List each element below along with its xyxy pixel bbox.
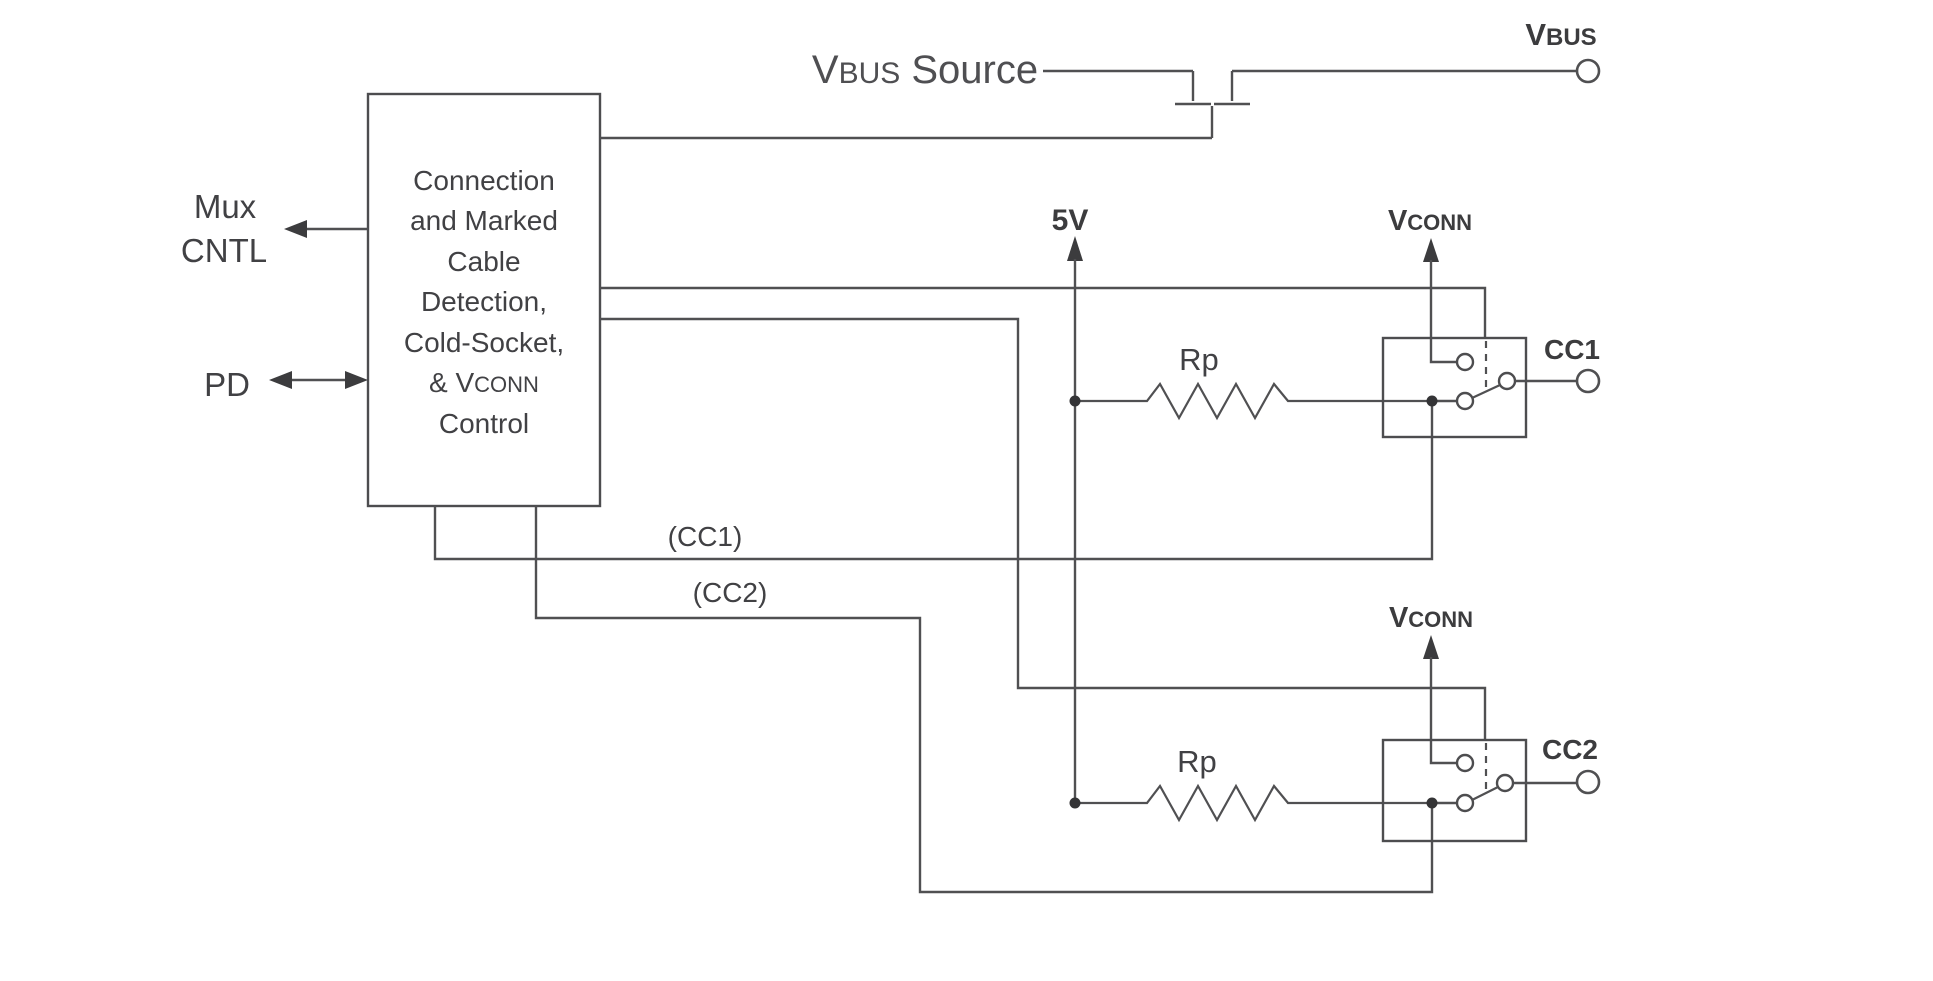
cc2-switch-box (1381, 738, 1528, 843)
rp1-label: Rp (1179, 342, 1219, 377)
vconn2-label: VCONN (1389, 602, 1473, 634)
cc1-common-contact-circle (1455, 391, 1475, 411)
cc1-switch-control-wire (600, 286, 1487, 338)
cc1-vconn-contact-circle (1455, 352, 1475, 372)
control-block-line6-prefix: & V (429, 367, 474, 398)
cc2-pole-circle (1495, 773, 1515, 793)
pd-port: PD (204, 366, 368, 403)
control-block-line7: Control (439, 408, 529, 439)
cc1-terminal-label: CC1 (1544, 334, 1600, 365)
mux-label: Mux (194, 188, 257, 225)
pd-label: PD (204, 366, 250, 403)
cc1-wire-path (433, 399, 1456, 561)
mosfet-gate-stub (1210, 71, 1234, 138)
rp1-zigzag (1075, 381, 1432, 421)
rp1-right-junction-dot (1426, 395, 1438, 407)
vconn1-v: V (1388, 205, 1408, 237)
rp2-label: Rp (1177, 744, 1217, 779)
pd-left-arrow-icon (269, 371, 292, 389)
control-block-outline (366, 92, 602, 508)
control-block-line6-smallcaps: CONN (474, 372, 539, 397)
cc2-vconn-contact-circle (1455, 753, 1475, 773)
control-block-line3: Cable (447, 246, 520, 277)
five-volt-up-arrow-icon (1067, 236, 1083, 261)
cc2-sense-wire: (CC2) (534, 506, 1456, 894)
vconn2-v: V (1389, 602, 1409, 634)
cc2-switch-control-wire (600, 317, 1487, 740)
cc1-switch: CC1 (1381, 334, 1601, 439)
vbus-source-label: VBUS Source (812, 48, 1038, 92)
cc1-sense-wire: (CC1) (433, 399, 1456, 561)
rp1-left-junction-dot (1069, 395, 1081, 407)
vconn2-wire (1429, 657, 1457, 765)
vbus-v: V (1525, 17, 1546, 52)
five-volt-rail: 5V (1052, 204, 1089, 803)
vconn2-supply: VCONN (1389, 602, 1473, 765)
rp1-resistor: Rp (1069, 342, 1438, 421)
vconn1-label: VCONN (1388, 205, 1472, 237)
five-volt-label: 5V (1052, 204, 1089, 237)
vbus-terminal-circle (1575, 58, 1601, 84)
rp2-left-junction-dot (1069, 797, 1081, 809)
cc1-wire-label: (CC1) (668, 521, 743, 552)
vbus-source-bus: BUS (839, 57, 901, 90)
vconn2-conn: CONN (1408, 607, 1473, 632)
mux-left-arrow-icon (284, 220, 307, 238)
mux-cntl-port: Mux CNTL (181, 188, 368, 269)
pd-right-arrow-icon (345, 371, 368, 389)
cc2-wire-path (534, 506, 1456, 894)
vconn2-up-arrow-icon (1423, 635, 1439, 659)
cc1-pole-circle (1497, 371, 1517, 391)
rp2-right-junction-dot (1426, 797, 1438, 809)
vconn1-wire (1429, 260, 1457, 364)
control-block-line5: Cold-Socket, (404, 327, 564, 358)
mosfet-switch-icon (1175, 71, 1250, 138)
control-block-line6: & VCONN (429, 367, 539, 398)
vconn1-supply: VCONN (1388, 205, 1472, 364)
vbus-bus: BUS (1546, 24, 1597, 51)
cc2-wire-label: (CC2) (693, 577, 768, 608)
vbus-source-v: V (812, 48, 839, 92)
control-block-line2: and Marked (410, 205, 558, 236)
vbus-source-rest: Source (900, 48, 1038, 92)
vconn1-conn: CONN (1407, 210, 1472, 235)
vconn1-up-arrow-icon (1423, 238, 1439, 262)
cc2-switch-lever (1471, 786, 1499, 801)
cc2-switch: CC2 (1381, 734, 1601, 843)
rp2-resistor: Rp (1069, 744, 1438, 823)
cc2-common-contact-circle (1455, 793, 1475, 813)
vbus-terminal-label: VBUS (1525, 17, 1596, 52)
vbus-source-section: VBUS Source VBUS (600, 17, 1601, 140)
cc2-terminal-label: CC2 (1542, 734, 1598, 765)
control-block: Connection and Marked Cable Detection, C… (366, 92, 602, 508)
control-block-line1: Connection (413, 165, 555, 196)
cc2-terminal-circle (1575, 769, 1601, 795)
cc1-switch-lever (1471, 384, 1501, 399)
control-block-line4: Detection, (421, 286, 547, 317)
vbus-source-wire (1043, 69, 1195, 101)
rp2-zigzag (1075, 783, 1432, 823)
cc1-switch-box (1381, 336, 1528, 439)
cntl-label: CNTL (181, 232, 267, 269)
cc1-terminal-circle (1575, 368, 1601, 394)
